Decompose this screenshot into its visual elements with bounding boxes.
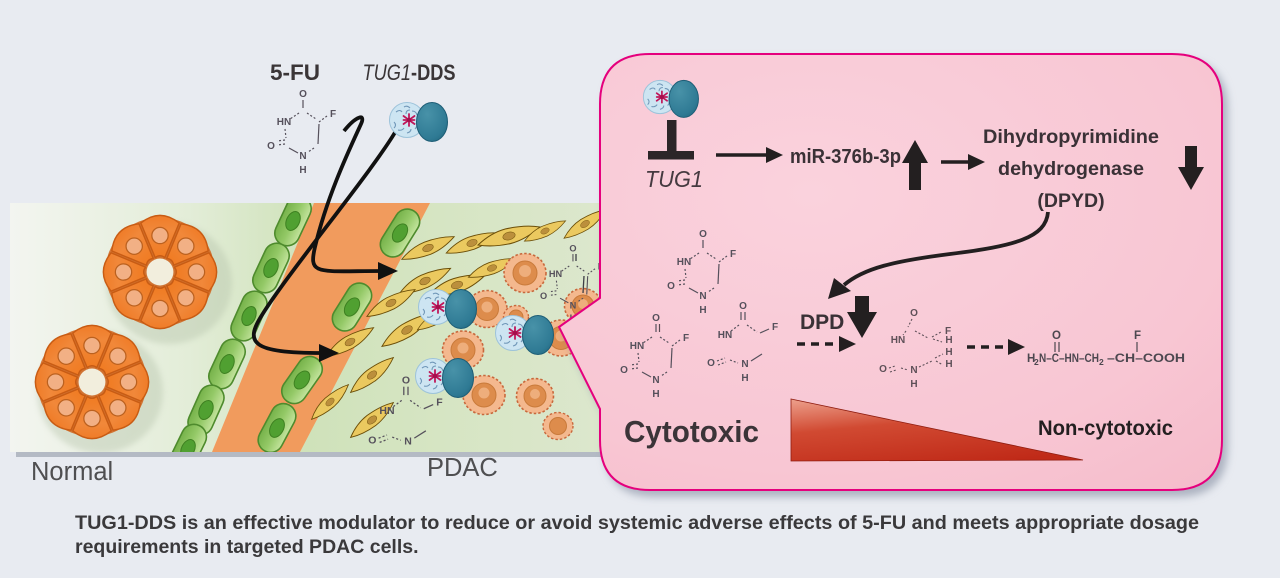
svg-text:Non-cytotoxic: Non-cytotoxic <box>1038 417 1173 440</box>
svg-text:TUG1: TUG1 <box>645 166 703 192</box>
svg-text:TUG1-DDS: TUG1-DDS <box>363 60 456 85</box>
svg-text:(DPYD): (DPYD) <box>1037 190 1104 212</box>
svg-text:Dihydropyrimidine: Dihydropyrimidine <box>983 126 1159 148</box>
svg-text:5-FU: 5-FU <box>270 60 320 85</box>
svg-text:dehydrogenase: dehydrogenase <box>998 158 1144 180</box>
svg-text:–CH–COOH: –CH–COOH <box>1107 353 1185 365</box>
svg-text:2: 2 <box>1099 357 1104 367</box>
svg-text:requirements in targeted PDAC: requirements in targeted PDAC cells. <box>75 536 419 558</box>
svg-text:TUG1-DDS is an effective modul: TUG1-DDS is an effective modulator to re… <box>75 512 1199 534</box>
svg-text:DPD: DPD <box>800 311 844 334</box>
svg-text:N–C–HN–CH: N–C–HN–CH <box>1039 353 1099 365</box>
svg-text:O: O <box>1052 330 1061 342</box>
svg-text:Cytotoxic: Cytotoxic <box>624 414 759 449</box>
svg-text:2: 2 <box>1034 357 1039 367</box>
svg-text:miR-376b-3p: miR-376b-3p <box>790 145 901 168</box>
svg-text:Normal: Normal <box>31 458 113 486</box>
svg-text:PDAC: PDAC <box>427 454 498 482</box>
svg-text:F: F <box>1134 330 1141 342</box>
svg-text:H: H <box>1027 353 1035 365</box>
